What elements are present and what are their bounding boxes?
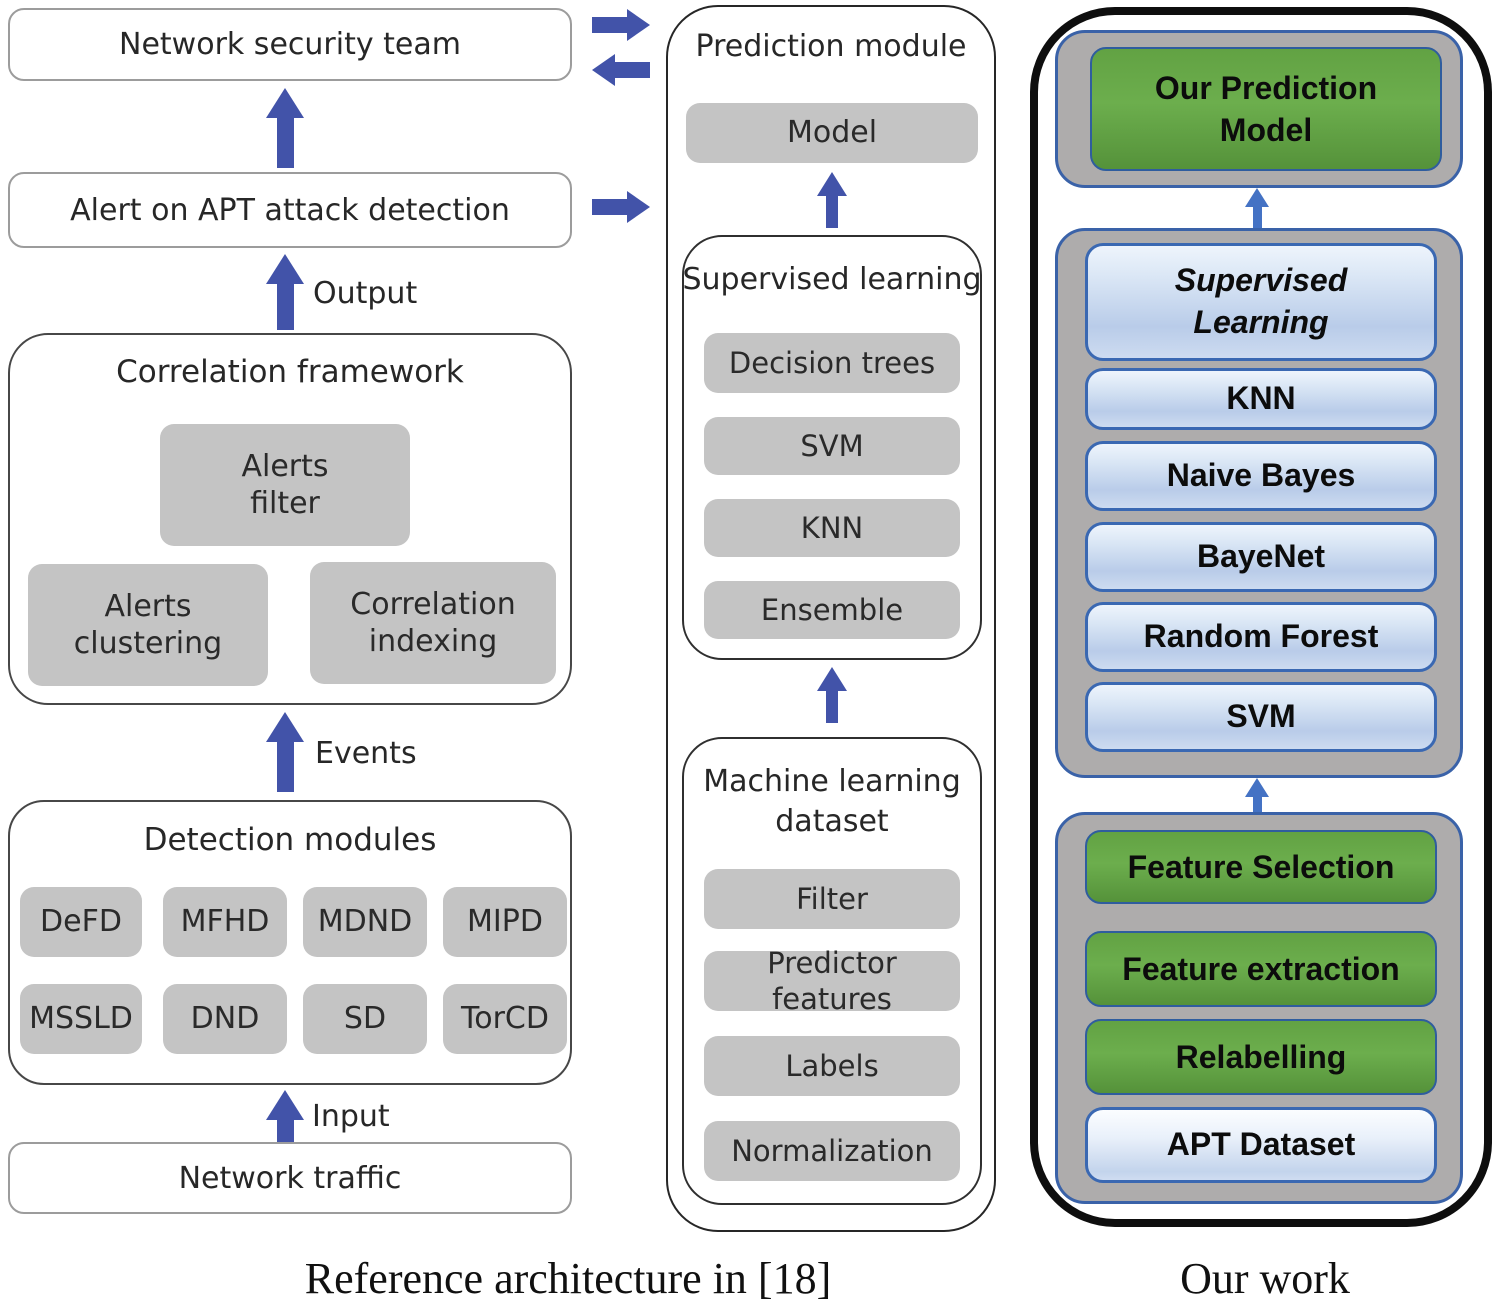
network-traffic-box: Network traffic xyxy=(8,1142,572,1214)
dataset-step-chip: Predictor features xyxy=(704,946,960,1016)
correlation-indexing-chip: Correlation indexing xyxy=(310,562,556,684)
up-arrow-icon xyxy=(266,712,304,792)
arrow-shaft xyxy=(592,199,628,215)
arrow-shaft xyxy=(276,281,294,330)
detection-chip: MSSLD xyxy=(20,984,142,1054)
prediction-module-title: Prediction module xyxy=(695,28,967,64)
up-arrow-icon xyxy=(266,88,304,168)
arrow-shaft xyxy=(826,193,838,228)
network-security-team-box: Network security team xyxy=(8,8,572,81)
arrow-shaft xyxy=(276,1117,294,1142)
reference-architecture-caption: Reference architecture in [18] xyxy=(304,1253,832,1303)
right-arrow-icon xyxy=(592,9,650,41)
events-flow-label: Events xyxy=(315,735,417,771)
arrow-shaft xyxy=(276,115,294,168)
our-work-caption: Our work xyxy=(1180,1253,1350,1303)
detection-chip: MIPD xyxy=(443,887,567,957)
arrow-shaft xyxy=(276,739,294,792)
up-arrow-icon xyxy=(1241,778,1273,816)
detection-chip: MDND xyxy=(303,887,427,957)
alert-apt-detection-box: Alert on APT attack detection xyxy=(8,172,572,248)
our-prediction-model-box: Our Prediction Model xyxy=(1090,47,1442,171)
model-chip: Model xyxy=(686,103,978,163)
algorithm-box: Naive Bayes xyxy=(1085,441,1437,511)
supervised-learning-title: Supervised learning xyxy=(682,261,982,297)
arrowhead xyxy=(817,667,847,691)
supervised-learning-title-box: Supervised Learning xyxy=(1085,243,1437,361)
detection-chip: MFHD xyxy=(163,887,287,957)
arrowhead xyxy=(266,712,304,742)
up-arrow-icon xyxy=(266,254,304,330)
arrow-shaft xyxy=(1252,204,1262,230)
up-arrow-icon xyxy=(1241,188,1273,230)
up-arrow-icon xyxy=(816,172,848,228)
ml-method-chip: Ensemble xyxy=(704,581,960,639)
apt-dataset-box: APT Dataset xyxy=(1085,1107,1437,1183)
preprocessing-box: Relabelling xyxy=(1085,1019,1437,1095)
output-flow-label: Output xyxy=(313,275,418,311)
arrow-shaft xyxy=(826,688,838,723)
arrowhead xyxy=(266,88,304,118)
arrowhead xyxy=(1245,778,1269,797)
right-arrow-icon xyxy=(592,191,650,223)
arrowhead xyxy=(592,54,615,86)
correlation-framework-title: Correlation framework xyxy=(116,354,464,390)
arrow-shaft xyxy=(1252,794,1262,816)
detection-chip: DND xyxy=(163,984,287,1054)
preprocessing-box: Feature Selection xyxy=(1085,830,1437,904)
arrow-shaft xyxy=(614,62,650,78)
detection-chip: DeFD xyxy=(20,887,142,957)
ml-dataset-title: Machine learning dataset xyxy=(703,763,961,840)
arrowhead xyxy=(266,1090,304,1120)
algorithm-box: SVM xyxy=(1085,682,1437,752)
arrow-shaft xyxy=(592,17,628,33)
ml-method-chip: SVM xyxy=(704,417,960,475)
detection-modules-title: Detection modules xyxy=(143,822,437,858)
arrowhead xyxy=(817,172,847,196)
preprocessing-box: Feature extraction xyxy=(1085,931,1437,1007)
dataset-step-chip: Normalization xyxy=(704,1121,960,1181)
ml-method-chip: KNN xyxy=(704,499,960,557)
arrowhead xyxy=(266,254,304,284)
arrowhead xyxy=(1245,188,1269,207)
input-flow-label: Input xyxy=(312,1098,390,1134)
alerts-clustering-chip: Alerts clustering xyxy=(28,564,268,686)
detection-chip: TorCD xyxy=(443,984,567,1054)
arrowhead xyxy=(627,191,650,223)
left-arrow-icon xyxy=(592,53,650,87)
dataset-step-chip: Filter xyxy=(704,869,960,929)
algorithm-box: Random Forest xyxy=(1085,602,1437,672)
up-arrow-icon xyxy=(266,1090,304,1142)
dataset-step-chip: Labels xyxy=(704,1036,960,1096)
algorithm-box: KNN xyxy=(1085,368,1437,430)
algorithm-box: BayeNet xyxy=(1085,522,1437,592)
up-arrow-icon xyxy=(816,667,848,723)
detection-chip: SD xyxy=(303,984,427,1054)
alerts-filter-chip: Alerts filter xyxy=(160,424,410,546)
arrowhead xyxy=(627,9,650,41)
ml-method-chip: Decision trees xyxy=(704,333,960,393)
